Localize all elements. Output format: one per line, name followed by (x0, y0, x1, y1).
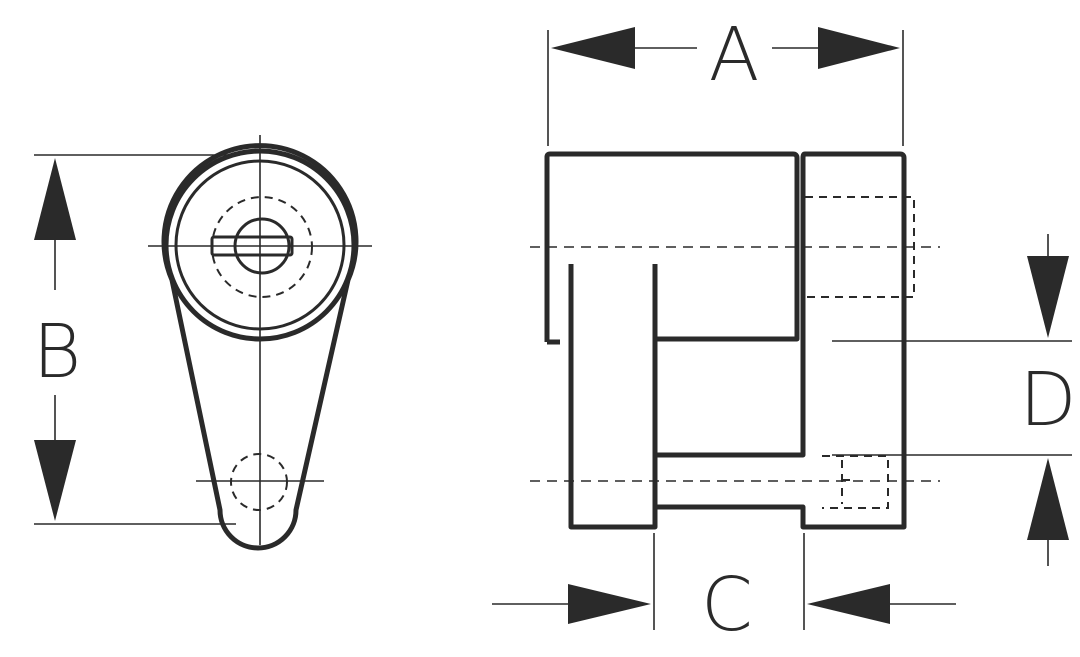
dimension-a-arrow-right (818, 27, 900, 69)
dimension-d: D (832, 234, 1076, 566)
dimension-d-label: D (1020, 357, 1077, 443)
end-view (148, 135, 372, 551)
side-view (530, 151, 940, 530)
dimension-b-label: B (33, 309, 81, 395)
dimension-c-arrow-left (568, 584, 651, 624)
dimension-d-arrow-top (1027, 256, 1069, 338)
dimension-b-arrow-top (34, 158, 76, 240)
dimension-d-arrow-bottom (1027, 458, 1069, 540)
dimension-a: A (547, 12, 904, 146)
end-view-teardrop-outline (161, 143, 359, 551)
dimension-a-label: A (709, 12, 760, 98)
side-view-outline (544, 151, 800, 530)
dimension-b-arrow-bottom (34, 440, 76, 521)
dimension-c-arrow-right (807, 584, 890, 624)
dimension-c-label: C (701, 562, 753, 648)
side-view-hidden-pin-lower (822, 455, 889, 509)
side-view-right-block (655, 151, 907, 530)
end-view-lower-hole (230, 453, 288, 511)
dimension-a-arrow-left (551, 27, 635, 69)
end-view-hidden-circle (211, 196, 313, 298)
dimension-b: B (33, 154, 240, 525)
dimension-c: C (492, 533, 956, 648)
